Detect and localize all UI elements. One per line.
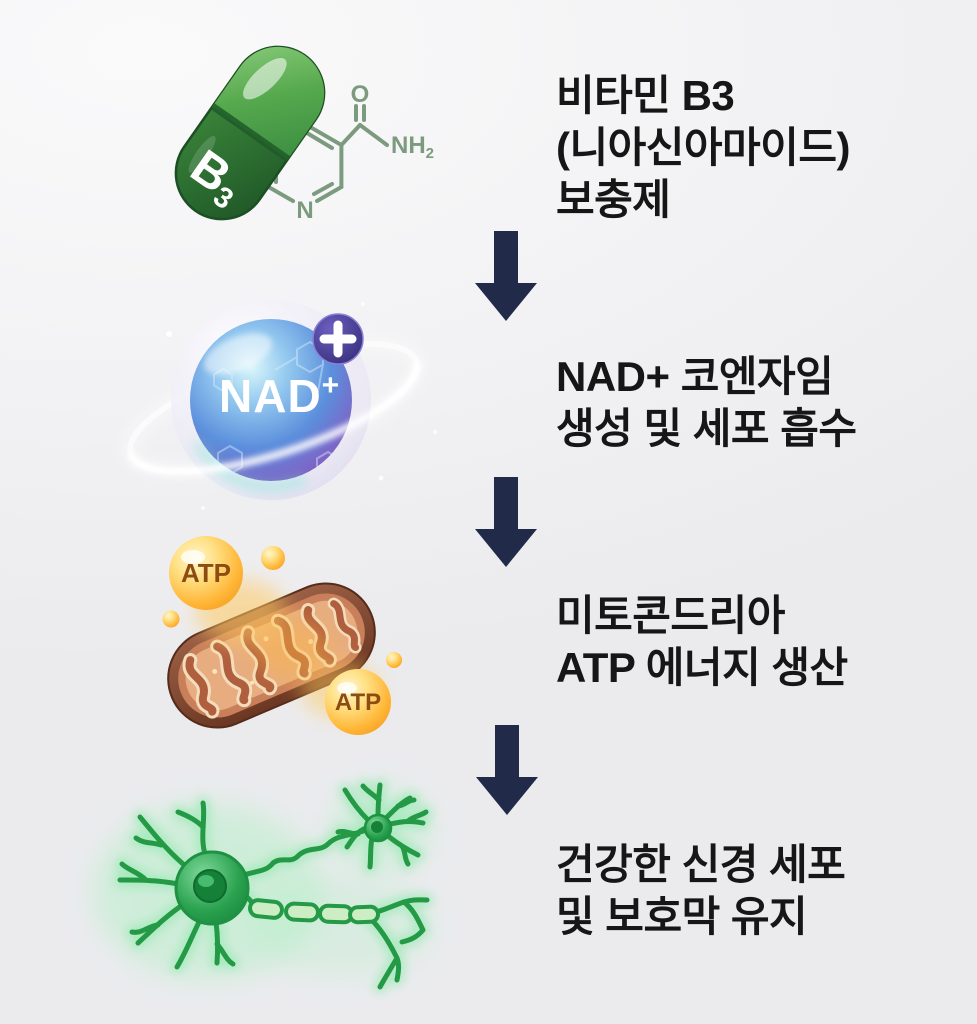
text-line: 생성 및 세포 흡수 <box>556 405 857 452</box>
text-line: (니아신아마이드) <box>556 124 850 171</box>
sparkles <box>166 302 437 510</box>
nad-coenzyme-sphere-illustration: NAD+ <box>122 300 437 510</box>
small-energy-orbs <box>162 546 402 668</box>
svg-text:ATP: ATP <box>181 558 231 588</box>
step-supplement-text: 비타민 B3 (니아신아마이드) 보충제 <box>556 70 850 226</box>
down-arrow-icon <box>476 725 538 815</box>
down-arrow-icon <box>475 231 537 321</box>
step-mitochondria-text: 미토콘드리아 ATP 에너지 생산 <box>556 590 848 694</box>
vitamin-b3-capsule-illustration: O NH2 N B3 <box>174 45 434 224</box>
step-nad-text: NAD+ 코엔자임 생성 및 세포 흡수 <box>556 351 857 455</box>
svg-text:O: O <box>351 81 370 108</box>
nad-label: NAD+ <box>219 369 340 422</box>
orbit-ring-front <box>127 360 421 476</box>
text-line: ATP 에너지 생산 <box>556 644 848 691</box>
teal-rim-glow <box>192 439 308 492</box>
mitochondria-illustration: ATP ATP <box>162 536 402 735</box>
neuron-illustration <box>93 772 478 1022</box>
small-neuron-soma <box>363 813 393 843</box>
down-arrow-icon <box>475 477 537 567</box>
atp-molecule: ATP <box>169 536 243 610</box>
atp-molecule: ATP <box>325 669 391 735</box>
step-neurons-text: 건강한 신경 세포 및 보호막 유지 <box>556 839 846 943</box>
myelin-sheath <box>248 898 381 925</box>
svg-text:N: N <box>296 197 313 224</box>
text-line: 및 보호막 유지 <box>556 893 808 940</box>
plus-badge-icon <box>312 313 364 365</box>
text-line: 미토콘드리아 <box>556 592 785 639</box>
svg-text:ATP: ATP <box>335 689 381 716</box>
text-line: 보충제 <box>556 176 671 223</box>
soma <box>174 850 250 926</box>
capsule-body: B3 <box>174 45 326 221</box>
text-line: 건강한 신경 세포 <box>556 841 846 888</box>
svg-text:NH2: NH2 <box>391 132 434 162</box>
specular-highlight <box>204 333 272 375</box>
text-line: 비타민 B3 <box>556 72 735 119</box>
text-line: NAD+ 코엔자임 <box>556 353 834 400</box>
structure-atom-labels: O NH2 N <box>296 81 434 224</box>
